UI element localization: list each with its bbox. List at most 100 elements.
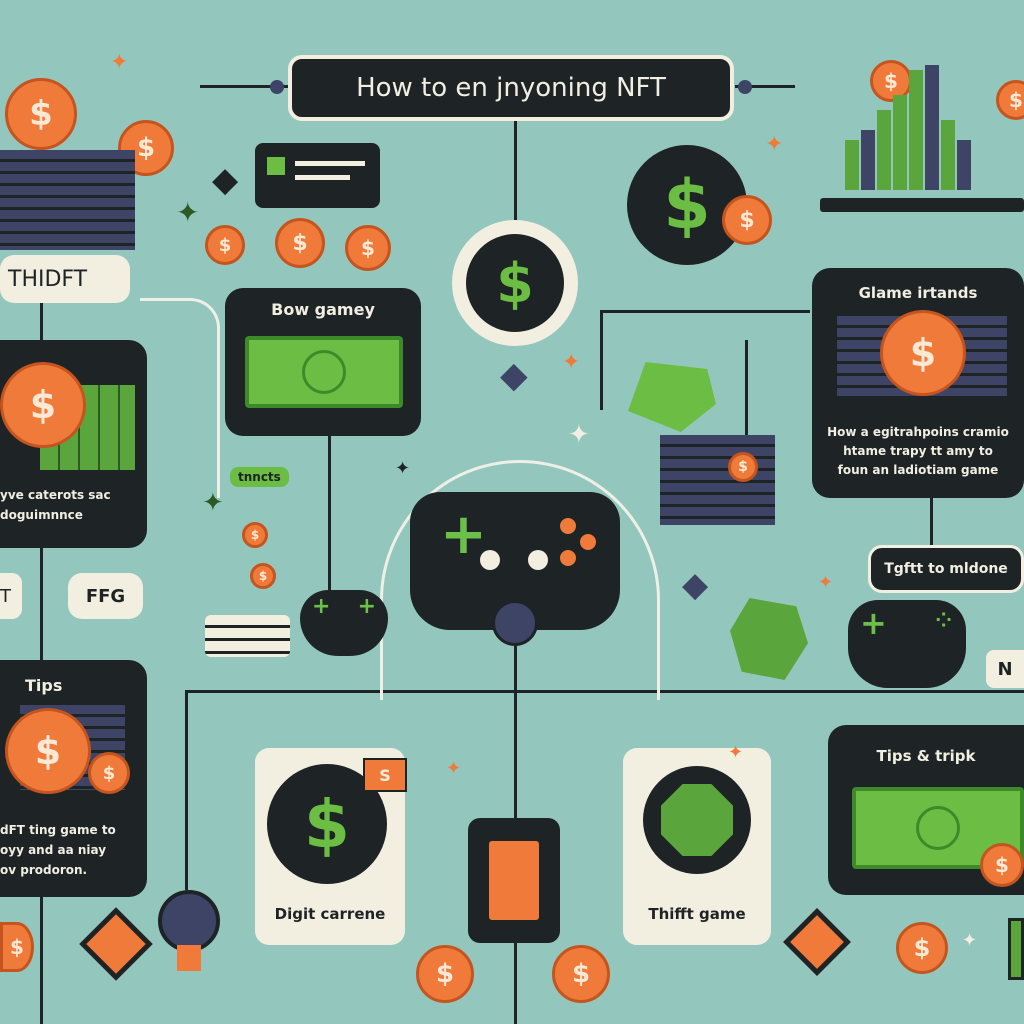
joystick-knob: [492, 600, 538, 646]
card-glame: Glame irtands How a egitrahpoins cramioh…: [812, 268, 1024, 498]
shelf: [820, 198, 1024, 212]
cash-edge: [1008, 918, 1024, 980]
connector-light: [140, 298, 220, 498]
sparkle-icon: ✦: [395, 458, 411, 479]
connector: [185, 690, 188, 890]
connector: [40, 300, 43, 345]
coin-icon: [88, 752, 130, 794]
node-dot: [738, 80, 752, 94]
card-title: Thifft game: [648, 905, 746, 923]
text-line: [295, 161, 365, 166]
device-icon: [205, 615, 290, 657]
sparkle-icon: ✦: [446, 758, 462, 779]
dollar-badge: S: [363, 758, 407, 792]
coin-icon: [728, 452, 758, 482]
ethereum-icon: ◆: [500, 355, 528, 396]
card-title: Glame irtands: [858, 284, 978, 302]
coin-icon: [416, 945, 474, 1003]
arc-light: [380, 460, 660, 700]
label-n: N: [986, 650, 1024, 688]
sparkle-icon: ✦: [728, 742, 744, 763]
coin-icon: [980, 843, 1024, 887]
connector: [735, 85, 795, 88]
connector: [328, 430, 331, 590]
sparkle-icon: ✦: [818, 572, 834, 593]
coin-icon: [0, 922, 34, 972]
gem-icon: [730, 598, 808, 680]
connector: [40, 545, 43, 665]
text-line: [295, 175, 350, 180]
connector: [200, 85, 290, 88]
sparkle-icon: ✦: [110, 50, 129, 75]
coin-icon: [896, 922, 948, 974]
label-thidft: THIDFT: [0, 255, 130, 303]
label-t: T: [0, 573, 22, 619]
bar-chart-icon: [845, 65, 995, 190]
coin-icon: [345, 225, 391, 271]
dollar-icon: $: [267, 764, 387, 884]
ethereum-icon: ◆: [682, 565, 709, 605]
connector: [514, 940, 517, 1024]
diamond-icon: [79, 907, 153, 981]
label-tgftt: Tgftt to mldone: [868, 545, 1024, 593]
phone-screen: [486, 838, 542, 923]
card-thifft: Thifft game: [623, 748, 771, 945]
diamond-icon: [783, 908, 851, 976]
coin-badge: $: [452, 220, 578, 346]
sparkle-icon: ✦: [176, 196, 200, 229]
sparkle-icon: ✦: [962, 930, 978, 951]
phone-icon: [468, 818, 560, 943]
sparkle-icon: ✦: [202, 488, 224, 518]
token-badge: [643, 766, 751, 874]
cash-icon: [245, 336, 403, 408]
coin-stack-icon: [0, 150, 135, 250]
page-title: How to en jnyoning NFT: [288, 55, 734, 121]
coin-icon: [880, 310, 966, 396]
sparkle-icon: ✦: [765, 132, 784, 157]
coin-icon: [250, 563, 276, 589]
card-digit: $ S Digit carrene: [255, 748, 407, 945]
lightbulb-base: [177, 945, 201, 971]
screen-icon: [255, 143, 380, 208]
node-dot: [270, 80, 284, 94]
green-square: [267, 157, 285, 175]
ethereum-icon: ◆: [212, 160, 239, 200]
label-ffg: FFG: [68, 573, 143, 619]
lightbulb-icon: [158, 890, 220, 952]
sparkle-icon: ✦: [568, 420, 590, 450]
connector: [600, 310, 603, 410]
coin-icon: [205, 225, 245, 265]
connector: [745, 340, 748, 440]
card-bow-gamey: Bow gamey: [225, 288, 421, 436]
connector: [514, 120, 517, 230]
coin-icon: [552, 945, 610, 1003]
card-title: Bow gamey: [271, 300, 375, 319]
coin-icon: [5, 708, 91, 794]
coin-icon: [996, 80, 1024, 120]
coin-icon: [0, 362, 86, 448]
coin-icon: [242, 522, 268, 548]
connector: [514, 640, 517, 820]
connector: [600, 310, 810, 313]
coin-icon: [5, 78, 77, 150]
dollar-icon: $: [466, 234, 564, 332]
connector: [930, 495, 933, 545]
card-title: Digit carrene: [274, 905, 386, 923]
connector: [40, 895, 43, 1024]
card-title: Tips & tripk: [876, 747, 976, 765]
gem-icon: [628, 362, 716, 432]
gamepad-icon: +⁘: [848, 600, 966, 688]
card-tips-tripk: Tips & tripk: [828, 725, 1024, 895]
gamepad-icon: ++: [300, 590, 388, 656]
speech-bubble: tnncts: [230, 467, 289, 487]
sparkle-icon: ✦: [562, 350, 581, 375]
coin-icon: [275, 218, 325, 268]
coin-stack-icon: [660, 435, 775, 525]
coin-icon: [722, 195, 772, 245]
card-title: Tips: [25, 676, 63, 695]
